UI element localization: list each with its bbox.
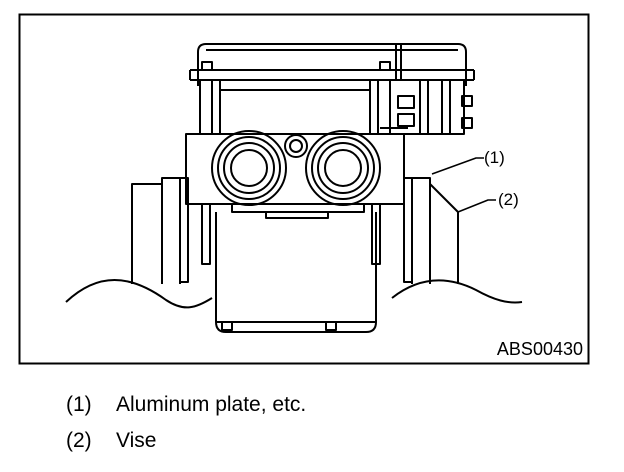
- left-port: [211, 130, 287, 206]
- vise-left-break-line: [65, 279, 213, 309]
- vise-left-jaw: [131, 177, 189, 284]
- connector-bracket: [380, 79, 473, 135]
- vise-right-break-line: [391, 279, 523, 304]
- right-port: [305, 130, 381, 206]
- callout-2-label: (2): [498, 190, 519, 209]
- callout-1-leader: [431, 157, 484, 175]
- figure-frame: [18, 13, 590, 365]
- legend-item-2: (2) Vise: [66, 430, 156, 451]
- valve-block: [185, 133, 405, 219]
- callout-2-leader: [457, 199, 496, 213]
- legend-item-number: (2): [66, 429, 92, 452]
- unit-upper-housing: [199, 79, 391, 135]
- legend-item-number: (1): [66, 393, 92, 416]
- callout-1-label: (1): [484, 148, 505, 167]
- legend-item-text: Aluminum plate, etc.: [116, 393, 307, 416]
- legend-item-text: Vise: [116, 429, 157, 452]
- vise-right-jaw: [403, 177, 459, 284]
- figure-code: ABS00430: [497, 339, 583, 359]
- center-bolt: [284, 134, 308, 158]
- motor-body: [201, 203, 381, 333]
- legend-item-1: (1) Aluminum plate, etc.: [66, 394, 306, 415]
